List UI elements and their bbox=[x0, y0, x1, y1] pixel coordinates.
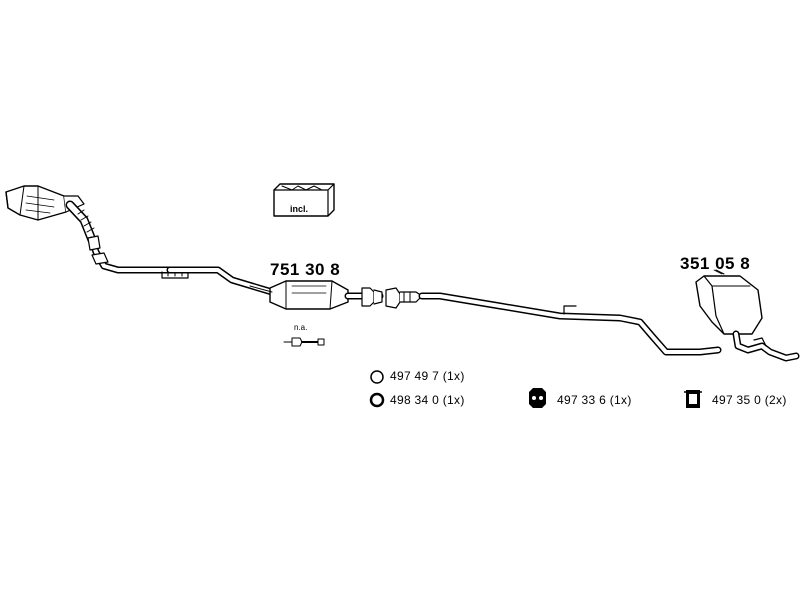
legend-icons bbox=[369, 370, 702, 408]
legend-item-498340: 498 34 0 (1x) bbox=[390, 393, 465, 407]
mid-pipe-front bbox=[166, 266, 276, 296]
rear-muffler-part-number: 351 05 8 bbox=[680, 254, 751, 273]
legend-item-497350: 497 35 0 (2x) bbox=[712, 393, 787, 407]
kit-incl-label: incl. bbox=[290, 204, 309, 214]
center-catalytic-converter bbox=[249, 280, 349, 310]
ring-icon bbox=[369, 392, 385, 408]
rear-muffler bbox=[695, 269, 763, 335]
ring-icon bbox=[370, 370, 384, 384]
tail-pipe bbox=[732, 330, 800, 362]
center-catalyst-part-number: 751 30 8 bbox=[270, 260, 341, 279]
mounting-kit-box bbox=[273, 183, 335, 217]
sensor-na-note: n.a. bbox=[294, 323, 308, 332]
legend-item-497336: 497 33 6 (1x) bbox=[557, 393, 632, 407]
rubber-mount-icon bbox=[684, 390, 702, 408]
intermediate-pipe bbox=[418, 292, 722, 356]
legend-item-497497: 497 49 7 (1x) bbox=[390, 369, 465, 383]
oxygen-sensor-icon bbox=[283, 337, 325, 347]
mid-pipe-center bbox=[344, 287, 384, 307]
front-pipe bbox=[65, 200, 174, 274]
rubber-hanger-icon bbox=[529, 388, 546, 408]
pipe-coupling bbox=[385, 287, 423, 309]
